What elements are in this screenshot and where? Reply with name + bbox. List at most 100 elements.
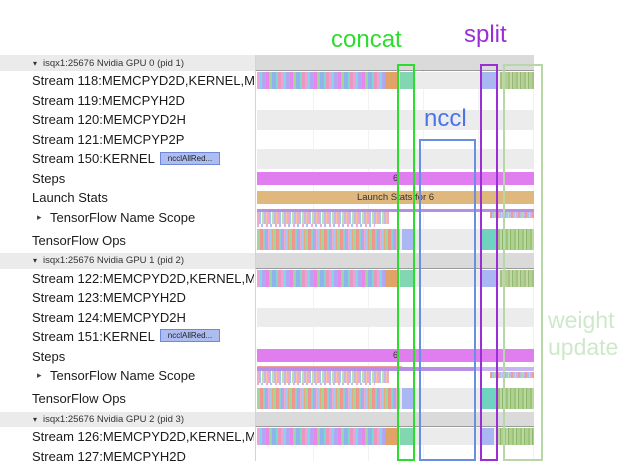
row-stream-124: Stream 124:MEMCPYD2H: [0, 307, 622, 327]
stream-126-lane[interactable]: [257, 428, 534, 445]
name-scope-events-fringe: [257, 224, 375, 227]
name-scope-events-right[interactable]: [490, 371, 534, 378]
row-label: TensorFlow Name Scope: [50, 368, 196, 384]
collapse-triangle-icon[interactable]: ▾: [33, 414, 38, 424]
concat-kernel-event[interactable]: [400, 428, 414, 445]
section-header-gpu2-label-area: ▾ isqx1:25676 Nvidia GPU 2 (pid 3): [0, 411, 256, 427]
concat-annotation-label: concat: [331, 26, 402, 53]
memcpy-event[interactable]: [385, 269, 398, 287]
kernel-events[interactable]: [257, 269, 385, 287]
expand-triangle-icon[interactable]: ▸: [37, 370, 42, 381]
weight-update-events[interactable]: [500, 269, 534, 287]
row-label: Stream 151:KERNEL: [32, 329, 155, 345]
row-label: Stream 123:MEMCPYH2D: [32, 290, 186, 306]
section-header-gpu1-label-area: ▾ isqx1:25676 Nvidia GPU 1 (pid 2): [0, 253, 256, 269]
row-stream-126: Stream 126:MEMCPYD2D,KERNEL,MI: [0, 427, 622, 447]
collapse-triangle-icon[interactable]: ▾: [33, 256, 38, 266]
section-header-gpu2-text: isqx1:25676 Nvidia GPU 2 (pid 3): [43, 413, 185, 425]
concat-kernel-event[interactable]: [400, 72, 414, 89]
row-label: TensorFlow Name Scope: [50, 209, 196, 225]
empty-track: [257, 307, 534, 327]
tf-ops-lane[interactable]: [257, 387, 534, 409]
weight-update-line1: weight: [548, 307, 615, 333]
concat-op-event[interactable]: [402, 387, 413, 409]
weight-update-events[interactable]: [500, 72, 534, 89]
nccl-allreduce-bar[interactable]: ncclAllRed...: [160, 152, 220, 165]
tf-ops-lane[interactable]: [257, 229, 534, 250]
row-label: Stream 121:MEMCPYP2P: [32, 131, 185, 147]
concat-kernel-event[interactable]: [400, 269, 414, 287]
label-timeline-divider[interactable]: [255, 55, 256, 461]
expand-triangle-icon[interactable]: ▸: [37, 211, 42, 222]
section-header-gpu2-timeline-band: [256, 411, 534, 427]
name-scope-events[interactable]: [257, 370, 389, 383]
row-label: Stream 120:MEMCPYD2H: [32, 112, 186, 128]
row-label: TensorFlow Ops: [32, 232, 126, 248]
section-header-gpu0-timeline-band: [256, 55, 534, 71]
split-op-event[interactable]: [480, 387, 497, 409]
collapse-triangle-icon[interactable]: ▾: [33, 58, 38, 68]
section-header-gpu0-text: isqx1:25676 Nvidia GPU 0 (pid 1): [43, 57, 185, 69]
row-tf-name-scope-gpu0: ▸ TensorFlow Name Scope: [0, 208, 622, 228]
row-stream-151: Stream 151:KERNEL ncclAllRed...: [0, 327, 622, 347]
split-op-event[interactable]: [480, 229, 497, 250]
memcpy-event[interactable]: [385, 72, 398, 89]
kernel-events[interactable]: [257, 428, 385, 445]
stream-118-lane[interactable]: [257, 72, 534, 89]
concat-highlight-rect: [397, 64, 415, 461]
row-label: Stream 119:MEMCPYH2D: [32, 92, 185, 108]
name-scope-events[interactable]: [257, 212, 389, 224]
op-events[interactable]: [257, 387, 400, 409]
steps-bar[interactable]: 6: [257, 348, 534, 362]
section-header-gpu0[interactable]: ▾ isqx1:25676 Nvidia GPU 0 (pid 1): [0, 55, 622, 71]
empty-track: [257, 110, 534, 130]
row-label: Stream 124:MEMCPYD2H: [32, 309, 186, 325]
row-stream-127: Stream 127:MEMCPYH2D: [0, 447, 622, 461]
name-scope-span-bar[interactable]: [257, 367, 534, 371]
nccl-highlight-rect: [419, 139, 476, 461]
row-label: Stream 118:MEMCPYD2D,KERNEL,ME: [32, 73, 254, 89]
row-stream-121: Stream 121:MEMCPYP2P: [0, 130, 622, 150]
nccl-allreduce-bar[interactable]: ncclAllRed...: [160, 328, 220, 342]
concat-op-event[interactable]: [402, 229, 413, 250]
op-events[interactable]: [257, 229, 400, 250]
weight-update-line2: update: [548, 334, 619, 360]
row-label: Steps: [32, 348, 66, 364]
split-kernel-event[interactable]: [482, 72, 497, 89]
steps-bar[interactable]: 6: [257, 171, 534, 185]
name-scope-span-bar[interactable]: [257, 208, 534, 212]
row-label: Launch Stats: [32, 190, 108, 206]
row-label: Stream 150:KERNEL: [32, 151, 155, 167]
row-stream-150: Stream 150:KERNEL ncclAllRed...: [0, 149, 622, 169]
section-header-gpu0-label-area: ▾ isqx1:25676 Nvidia GPU 0 (pid 1): [0, 55, 256, 71]
row-launch-stats: Launch Stats Launch Stats for 6: [0, 188, 622, 208]
weight-update-events[interactable]: [496, 428, 534, 445]
section-header-gpu1-text: isqx1:25676 Nvidia GPU 1 (pid 2): [43, 255, 185, 267]
name-scope-events-right[interactable]: [490, 212, 534, 218]
memcpy-event[interactable]: [385, 428, 398, 445]
split-kernel-event[interactable]: [482, 428, 494, 445]
section-header-gpu1-timeline-band: [256, 253, 534, 269]
empty-track: [257, 149, 534, 169]
section-header-gpu1[interactable]: ▾ isqx1:25676 Nvidia GPU 1 (pid 2): [0, 253, 622, 269]
weight-update-op-events[interactable]: [498, 229, 534, 250]
split-annotation-label: split: [464, 21, 507, 48]
row-label: TensorFlow Ops: [32, 391, 126, 406]
row-stream-119: Stream 119:MEMCPYH2D: [0, 91, 622, 111]
section-header-gpu2[interactable]: ▾ isqx1:25676 Nvidia GPU 2 (pid 3): [0, 411, 622, 427]
name-scope-events-fringe: [257, 382, 375, 385]
weight-update-highlight-rect: [503, 64, 543, 461]
weight-update-annotation-label: weight update: [548, 307, 618, 361]
stream-122-lane[interactable]: [257, 269, 534, 287]
row-stream-123: Stream 123:MEMCPYH2D: [0, 288, 622, 308]
row-tf-ops-gpu0: TensorFlow Ops: [0, 227, 622, 253]
kernel-events[interactable]: [257, 72, 385, 89]
row-tf-ops-gpu1: TensorFlow Ops: [0, 386, 622, 412]
row-stream-120: Stream 120:MEMCPYD2H: [0, 110, 622, 130]
row-steps-gpu1: Steps 6: [0, 347, 622, 367]
split-kernel-event[interactable]: [482, 269, 497, 287]
weight-update-op-events[interactable]: [498, 387, 534, 409]
row-stream-118: Stream 118:MEMCPYD2D,KERNEL,ME: [0, 71, 622, 91]
launch-stats-bar[interactable]: Launch Stats for 6: [257, 190, 534, 204]
